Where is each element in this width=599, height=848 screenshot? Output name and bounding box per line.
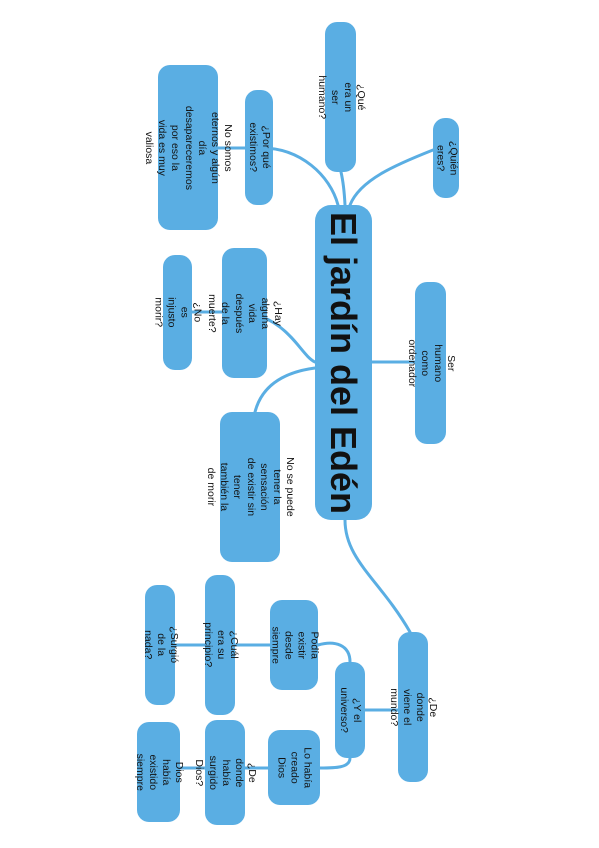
node-hay-vida: ¿Hay alguna vida después de la muerte? <box>206 248 284 378</box>
node-que-era-label: ¿Qué era un ser humano? <box>315 75 367 119</box>
node-dios-habia: Dios había existido siempre <box>133 722 185 822</box>
node-surgio-nada: ¿Surgió de la nada? <box>141 585 180 705</box>
node-que-era: ¿Qué era un ser humano? <box>315 22 367 172</box>
link-podia <box>316 641 352 664</box>
link-no-se-puede <box>253 366 317 414</box>
node-no-somos: No somos eternos y algún día desaparecer… <box>143 65 234 230</box>
node-no-se-puede: No se puede tener la sensación de existi… <box>205 412 296 562</box>
node-por-que: ¿Por qué existimos? <box>245 90 273 205</box>
node-por-que-label: ¿Por qué existimos? <box>247 122 273 173</box>
link-lo-habia <box>318 756 352 770</box>
central-title: El jardín del Edén <box>323 211 365 514</box>
node-ser-humano-ordenador-label: Ser humano como ordenador <box>405 339 457 387</box>
node-de-donde-mundo-label: ¿De donde viene el mundo? <box>387 688 440 726</box>
link-de-donde <box>343 518 412 634</box>
node-quien-eres-label: ¿Quién eres? <box>434 140 460 176</box>
link-que-era <box>339 170 347 207</box>
node-quien-eres: ¿Quién eres? <box>433 118 459 198</box>
link-por-que <box>260 146 340 207</box>
node-injusto-label: ¿No es injusto morir? <box>152 297 204 328</box>
node-hay-vida-label: ¿Hay alguna vida después de la muerte? <box>206 293 284 333</box>
node-principio: ¿Cuál era su principio? <box>201 575 240 715</box>
central-topic: El jardín del Edén <box>315 205 372 520</box>
node-de-donde-mundo: ¿De donde viene el mundo? <box>388 632 439 782</box>
node-surgido-dios-label: ¿De donde había surgido Dios? <box>193 755 258 790</box>
node-principio-label: ¿Cuál era su principio? <box>201 622 240 668</box>
node-podia-existir-label: Podía existir desde siempre <box>268 626 321 664</box>
node-universo-label: ¿Y el universo? <box>338 687 364 733</box>
node-surgido-dios: ¿De donde había surgido Dios? <box>193 720 258 825</box>
node-ser-humano-ordenador: Ser humano como ordenador <box>405 282 457 444</box>
node-no-se-puede-label: No se puede tener la sensación de existi… <box>205 457 296 517</box>
node-dios-habia-label: Dios había existido siempre <box>133 753 185 791</box>
node-injusto: ¿No es injusto morir? <box>152 255 204 370</box>
node-surgio-nada-label: ¿Surgió de la nada? <box>141 626 180 664</box>
node-lo-habia-label: Lo había creado Dios <box>275 747 314 788</box>
node-no-somos-label: No somos eternos y algún día desaparecer… <box>143 105 234 190</box>
node-universo: ¿Y el universo? <box>335 662 365 758</box>
node-podia-existir: Podía existir desde siempre <box>268 600 321 690</box>
node-lo-habia: Lo había creado Dios <box>268 730 320 805</box>
link-quien-eres <box>348 148 435 207</box>
